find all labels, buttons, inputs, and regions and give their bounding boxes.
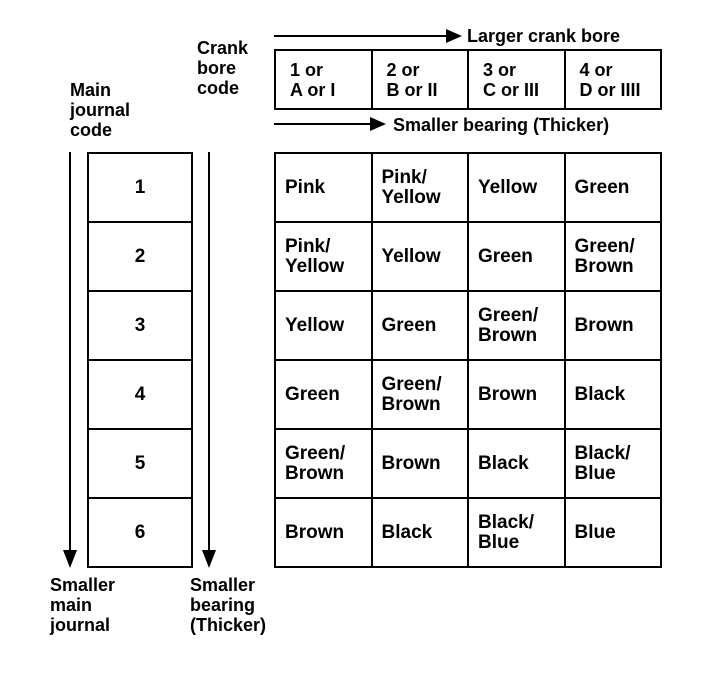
bearing-color-cell: Pink (276, 154, 373, 223)
smaller-bearing-left-arrow (202, 152, 216, 568)
crank-bore-code-header: 1 or A or I 2 or B or II 3 or C or III 4… (274, 49, 662, 110)
bearing-color-cell: Black (372, 499, 469, 568)
main-journal-code-label: Main journal code (70, 80, 131, 140)
bearing-color-cell: Green/ Brown (565, 223, 662, 292)
bearing-color-cell: Green/ Brown (372, 361, 469, 430)
bearing-color-cell: Black (565, 361, 662, 430)
crank-bore-code-cell: 4 or D or IIII (565, 51, 662, 110)
crank-bore-code-cell: 1 or A or I (276, 51, 373, 110)
main-journal-code-cell: 4 (89, 361, 193, 430)
bearing-color-cell: Green (565, 154, 662, 223)
main-journal-code-cell: 6 (89, 499, 193, 568)
smaller-main-journal-label: Smaller main journal (50, 575, 116, 635)
bearing-color-cell: Black/ Blue (565, 430, 662, 499)
bearing-color-cell: Black (469, 430, 566, 499)
bearing-color-cell: Yellow (372, 223, 469, 292)
main-journal-code-cell: 5 (89, 430, 193, 499)
main-journal-code-cell: 1 (89, 154, 193, 223)
bearing-color-cell: Green (276, 361, 373, 430)
bearing-color-cell: Brown (565, 292, 662, 361)
main-journal-code-column: 1 2 3 4 5 6 (87, 152, 193, 568)
crank-bore-code-cell: 3 or C or III (469, 51, 566, 110)
smaller-bearing-bottom-label: Smaller bearing (Thicker) (190, 575, 267, 635)
smaller-main-journal-arrow (63, 152, 77, 568)
bearing-color-cell: Green/ Brown (276, 430, 373, 499)
bearing-color-cell: Black/ Blue (469, 499, 566, 568)
crank-bore-code-cell: 2 or B or II (372, 51, 469, 110)
main-journal-code-cell: 3 (89, 292, 193, 361)
bearing-color-cell: Green/ Brown (469, 292, 566, 361)
smaller-bearing-top-arrow (274, 117, 386, 131)
bearing-color-cell: Green (469, 223, 566, 292)
bearing-color-cell: Green (372, 292, 469, 361)
bearing-color-cell: Pink/ Yellow (372, 154, 469, 223)
crank-bore-code-label: Crank bore code (197, 38, 249, 98)
bearing-color-cell: Yellow (276, 292, 373, 361)
larger-crank-bore-arrow (274, 29, 462, 43)
larger-crank-bore-label: Larger crank bore (467, 26, 621, 46)
bearing-color-cell: Pink/ Yellow (276, 223, 373, 292)
main-journal-code-cell: 2 (89, 223, 193, 292)
bearing-color-table: Pink Pink/ Yellow Yellow Green Pink/ Yel… (274, 152, 662, 568)
bearing-color-cell: Yellow (469, 154, 566, 223)
bearing-color-cell: Brown (372, 430, 469, 499)
bearing-color-cell: Brown (276, 499, 373, 568)
bearing-color-cell: Blue (565, 499, 662, 568)
smaller-bearing-top-label: Smaller bearing (Thicker) (393, 115, 610, 135)
bearing-color-cell: Brown (469, 361, 566, 430)
